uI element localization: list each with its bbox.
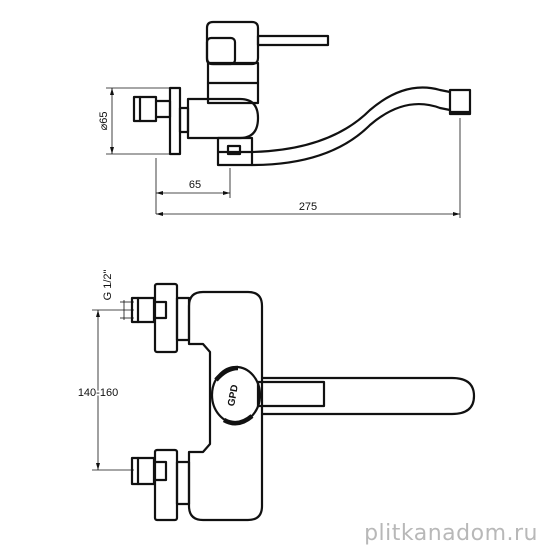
dim-diameter-label: ⌀65 xyxy=(98,112,110,131)
dim-length-label: 275 xyxy=(299,201,317,213)
front-mixer-body xyxy=(187,290,264,522)
front-spout xyxy=(260,376,476,416)
side-lever-handle xyxy=(205,20,330,66)
side-s-curved-spout xyxy=(250,86,472,167)
front-upper-connector xyxy=(130,282,191,354)
side-spout-collar xyxy=(216,136,254,167)
brand-logo: GPD xyxy=(226,384,241,407)
front-lever-disc: GPD xyxy=(210,365,262,426)
side-mixer-body xyxy=(186,61,260,140)
front-lever-handle xyxy=(256,380,326,408)
watermark-text: plitkanadom.ru xyxy=(364,521,538,546)
front-view: GPD G 1/2" 140-160 xyxy=(76,270,476,522)
dim-thread: G 1/2" xyxy=(102,270,134,320)
dim-spacing: 140-160 xyxy=(76,309,134,471)
dim-width-label: 65 xyxy=(189,179,201,191)
front-lower-connector xyxy=(130,448,191,522)
side-view: ⌀65 65 275 xyxy=(98,20,472,218)
dim-diameter: ⌀65 xyxy=(98,87,176,155)
dim-width: 65 xyxy=(155,158,231,214)
dim-length: 275 xyxy=(156,118,461,218)
dim-thread-label: G 1/2" xyxy=(102,270,114,301)
dim-spacing-label: 140-160 xyxy=(78,387,118,399)
side-eccentric-connector xyxy=(132,86,190,156)
